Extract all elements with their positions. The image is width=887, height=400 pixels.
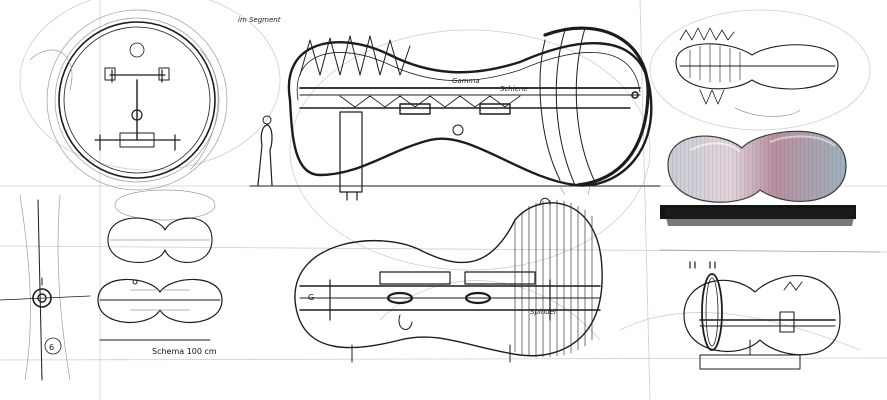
segment-note: im Segment	[238, 16, 281, 24]
capsule-render	[660, 130, 856, 226]
spindle-label: Spindel	[530, 308, 556, 316]
bottom-right-capsule-sketch	[659, 249, 881, 370]
main-capsule-elevation: im Segment Gamma Schiene	[238, 16, 661, 201]
top-right-capsule-sketch	[675, 27, 839, 117]
rail-label-gamma: Gamma	[452, 77, 480, 85]
side-label-g: G	[308, 293, 314, 302]
small-capsule-sketches: Schema 100 cm	[97, 189, 223, 356]
rail-label-schiene: Schiene	[500, 85, 528, 93]
scale-note: Schema 100 cm	[152, 347, 217, 356]
circular-cross-section-sketch	[29, 9, 228, 191]
left-column-sketches: 6	[0, 194, 91, 381]
circle-number-label: 6	[49, 343, 54, 352]
lower-capsule-section: G Spindel	[294, 197, 603, 363]
